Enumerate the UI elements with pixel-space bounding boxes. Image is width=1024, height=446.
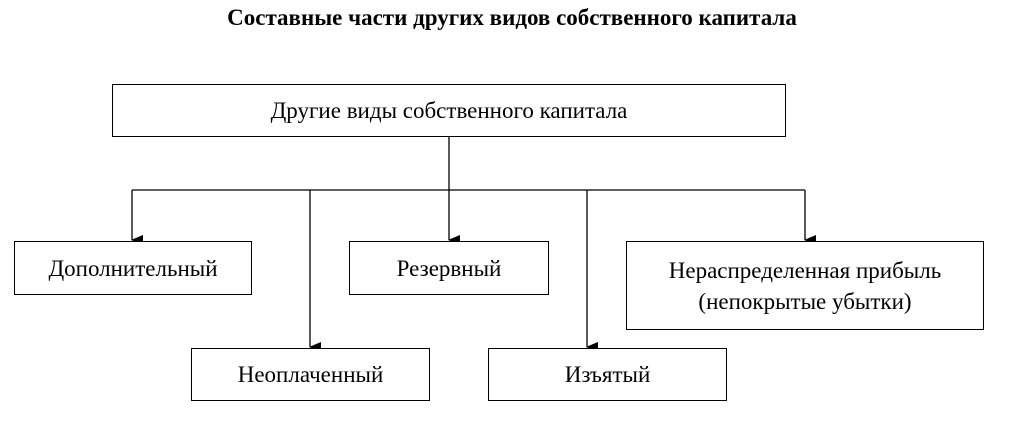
root-node-box: Другие виды собственного капитала	[112, 84, 786, 137]
node-dopolnitelny-label: Дополнительный	[48, 255, 218, 281]
node-neraspredelennaya-label-line1: Нераспределенная прибыль	[668, 257, 942, 283]
node-dopolnitelny: Дополнительный	[14, 241, 252, 295]
node-neoplachenny-label: Неоплаченный	[237, 362, 384, 387]
root-node-label: Другие виды собственного капитала	[270, 98, 628, 123]
node-rezervny-label: Резервный	[396, 255, 502, 281]
node-neoplachenny: Неоплаченный	[191, 348, 430, 401]
node-izyaty-label: Изъятый	[564, 362, 651, 387]
diagram-title: Составные части других видов собственног…	[227, 5, 797, 30]
node-neraspredelennaya-pribyl: Нераспределенная прибыль (непокрытые убы…	[626, 241, 984, 330]
node-rezervny: Резервный	[349, 241, 549, 295]
node-neraspredelennaya-label-line2: (непокрытые убытки)	[698, 288, 912, 314]
node-izyaty: Изъятый	[488, 348, 727, 401]
